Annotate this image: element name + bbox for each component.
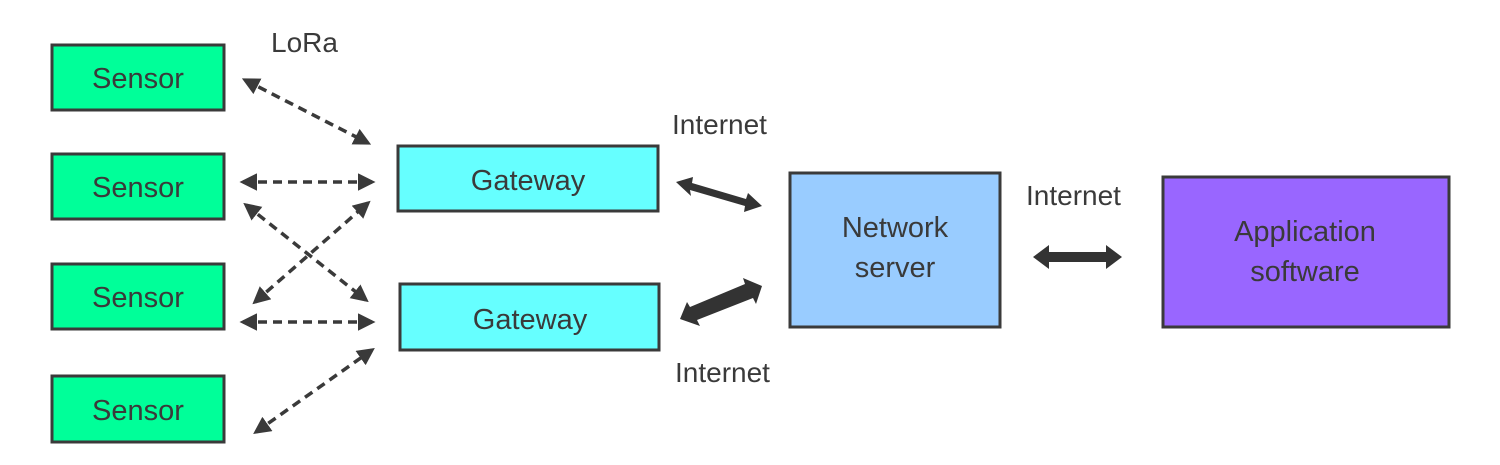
sensor-node-3-box [50,262,226,331]
application-software-label-line-1: Application [1234,216,1376,248]
lora-label: LoRa [271,27,338,58]
internet-link-gateway2-network-server [680,278,762,326]
sensor-node-1-label: Sensor [92,63,184,95]
sensor-node-2-box [50,152,226,221]
gateway-node-1-box [396,144,660,213]
gateway-node-1-label: Gateway [471,165,586,197]
network-server-node: Network server [788,171,1002,329]
sensor-node-2: Sensor [50,152,226,221]
application-software-box [1161,175,1451,329]
sensor-node-2-label: Sensor [92,172,184,204]
lora-link-sensor3-gateway1 [252,200,371,305]
sensor-node-4: Sensor [50,374,226,444]
network-server-label-line-1: Network [842,212,949,244]
lora-link-sensor4-gateway2 [253,347,375,435]
gateway-node-1: Gateway [396,144,660,213]
sensor-node-3-label: Sensor [92,282,184,314]
internet-link-gateway1-network-server [676,177,762,212]
sensor-node-1-box [50,43,226,112]
internet-label-application: Internet [1026,180,1121,211]
gateway-node-2-label: Gateway [473,304,588,336]
network-server-box [788,171,1002,329]
internet-label-gateway-bottom: Internet [675,357,770,388]
internet-label-gateway-top: Internet [672,109,767,140]
sensor-node-4-label: Sensor [92,395,184,427]
sensor-node-3: Sensor [50,262,226,331]
lora-link-sensor1-gateway1 [241,78,372,145]
sensor-node-1: Sensor [50,43,226,112]
network-server-label-line-2: server [855,252,936,284]
gateway-node-2-box [398,282,661,352]
application-software-label-line-2: software [1250,256,1360,288]
gateway-node-2: Gateway [398,282,661,352]
internet-link-network-server-application [1033,245,1122,269]
application-software-node: Application software [1161,175,1451,329]
sensor-node-4-box [50,374,226,444]
